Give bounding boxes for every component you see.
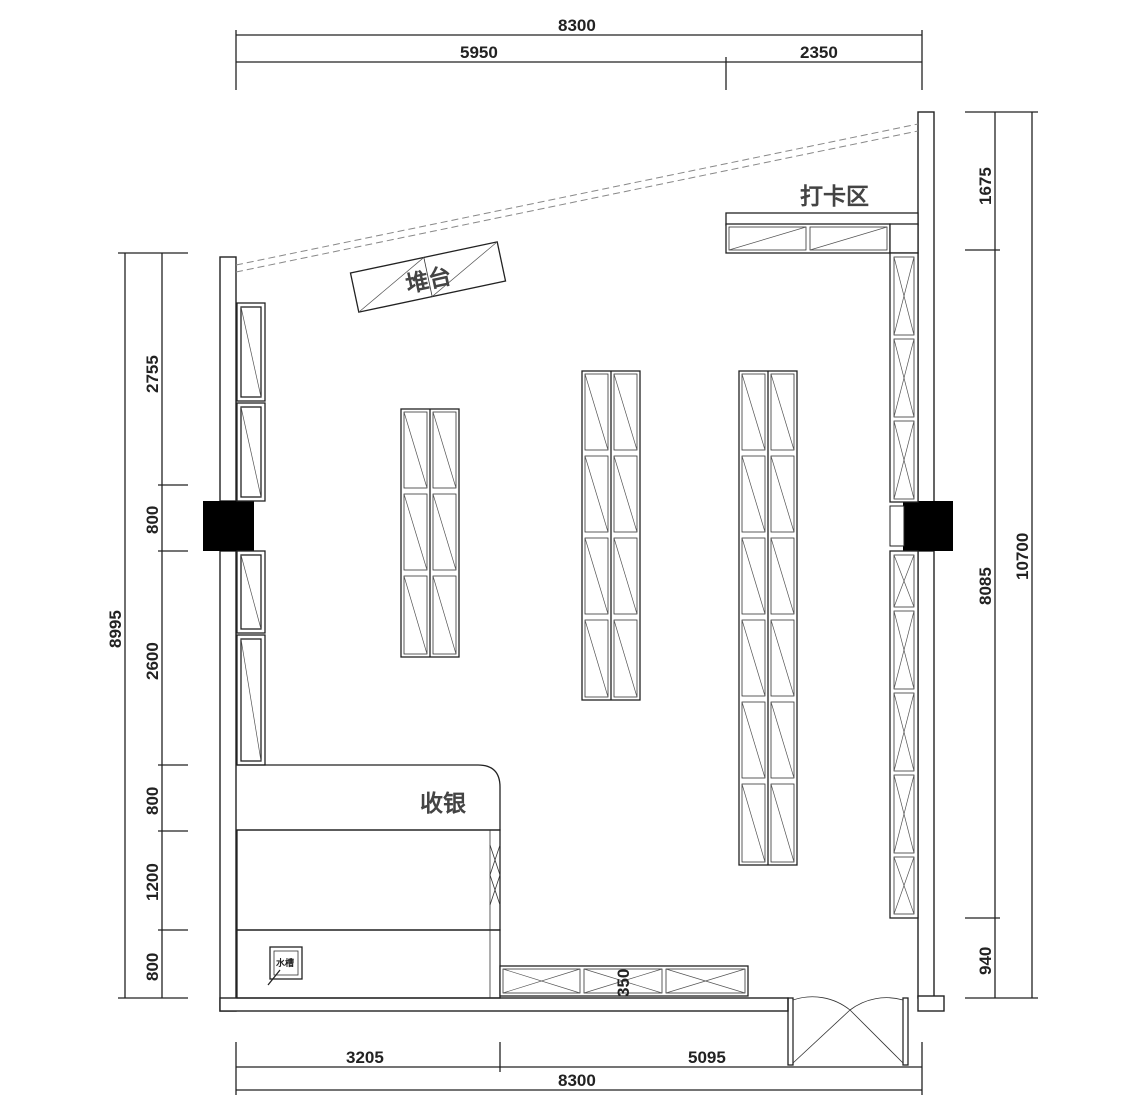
right-dimensions: 1675 8085 940 10700: [965, 111, 1038, 999]
dim-left-seg3: 2600: [143, 642, 162, 680]
left-dimensions: 8995 2755 800 2600 800 1200 800: [106, 252, 188, 999]
dim-right-total: 10700: [1013, 533, 1032, 580]
stack-table: 堆台: [349, 241, 507, 313]
cashier-label: 收银: [420, 790, 467, 817]
left-wall-shelves: [236, 302, 266, 766]
dim-bottom-right: 5095: [688, 1048, 726, 1067]
cashier-counter: 收银 水槽: [236, 764, 501, 999]
dim-bottom-total: 8300: [558, 1071, 596, 1090]
dim-counter-gap: 350: [614, 969, 633, 997]
dim-top-total: 8300: [558, 16, 596, 35]
dim-top-right: 2350: [800, 43, 838, 62]
dim-left-total: 8995: [106, 610, 125, 648]
bottom-shelves: 350: [499, 965, 749, 997]
sink-box: [269, 946, 303, 980]
dim-left-seg4: 800: [143, 787, 162, 815]
column-left: [203, 501, 254, 551]
bottom-dimensions: 3205 5095 8300: [235, 1042, 923, 1095]
dim-right-seg2: 8085: [976, 567, 995, 605]
checkin-zone: 打卡区: [725, 183, 919, 254]
top-dimensions: 8300 5950 2350: [235, 16, 923, 90]
right-wall-shelves: [889, 252, 919, 919]
dim-left-seg2: 800: [143, 506, 162, 534]
entrance-door: [787, 996, 909, 1066]
sink-label: 水槽: [276, 957, 294, 969]
column-right: [903, 501, 953, 551]
island-shelf-a: [400, 408, 460, 658]
dim-top-left: 5950: [460, 43, 498, 62]
dim-bottom-left: 3205: [346, 1048, 384, 1067]
dim-right-seg3: 940: [976, 947, 995, 975]
dim-right-seg1: 1675: [976, 167, 995, 205]
dim-left-seg6: 800: [143, 953, 162, 981]
island-shelf-b: [581, 370, 641, 701]
dim-left-seg5: 1200: [143, 863, 162, 901]
columns: [203, 501, 953, 551]
checkin-zone-label: 打卡区: [800, 183, 869, 210]
island-shelf-c: [738, 370, 798, 866]
dim-left-seg1: 2755: [143, 355, 162, 393]
